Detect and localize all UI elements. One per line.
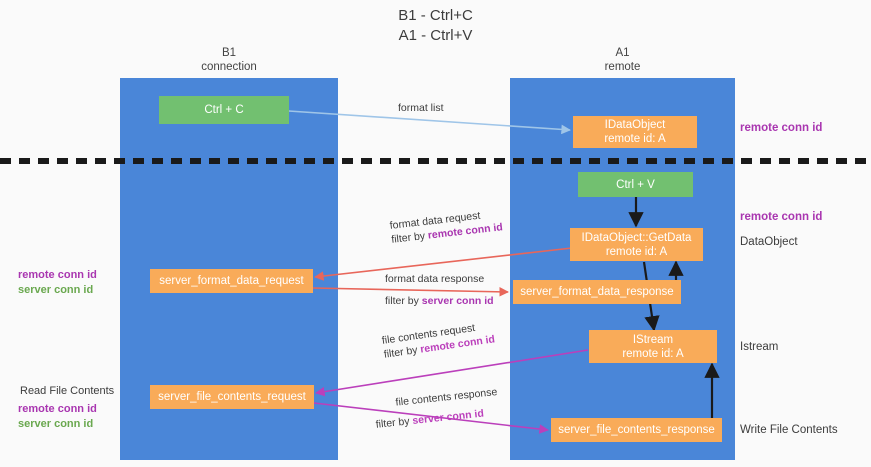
- title-line-1: B1 - Ctrl+C: [398, 7, 473, 24]
- left-label-read-file-contents: Read File Contents: [20, 384, 130, 399]
- node-getdata-line1: IDataObject::GetData: [581, 231, 692, 244]
- left-label-mid-remote-conn-id: remote conn id: [18, 269, 97, 281]
- node-istream[interactable]: IStream remote id: A: [589, 330, 717, 363]
- node-file-request-line1: server_file_contents_request: [158, 391, 306, 403]
- edge-label-format-data-request: format data request filter by remote con…: [389, 206, 503, 247]
- title-line-2: A1 - Ctrl+V: [398, 27, 473, 44]
- right-label-write-file-contents: Write File Contents: [740, 424, 838, 436]
- node-ctrl-v-line1: Ctrl + V: [616, 178, 655, 191]
- lane-header-b1: B1 connection: [120, 46, 338, 74]
- edge-label-fdres-line2: filter by server conn id: [385, 294, 494, 308]
- node-ctrl-c-line1: Ctrl + C: [204, 104, 244, 116]
- right-label-remote-conn-id-mid: remote conn id: [740, 211, 823, 223]
- node-fmt-response-line1: server_format_data_response: [520, 286, 674, 298]
- lane-header-a1: A1 remote: [510, 46, 735, 74]
- left-label-low-server-conn-id: server conn id: [18, 418, 94, 430]
- edge-label-fdres-key: server conn id: [421, 295, 494, 307]
- right-label-dataobject: DataObject: [740, 236, 798, 248]
- edge-label-format-list: format list: [398, 101, 444, 115]
- node-idataobject-line2: remote id: A: [604, 133, 666, 145]
- right-label-istream: Istream: [740, 341, 779, 353]
- node-idataobject-getdata[interactable]: IDataObject::GetData remote id: A: [570, 228, 703, 261]
- left-label-mid-server-conn-id: server conn id: [18, 284, 94, 296]
- edge-label-fdres-line1: format data response: [385, 273, 485, 285]
- section-divider: [0, 158, 871, 164]
- node-idataobject[interactable]: IDataObject remote id: A: [573, 116, 697, 148]
- lane-header-a1-name: A1: [615, 47, 630, 59]
- edge-label-fcres-line2: filter by server conn id: [375, 405, 500, 432]
- edge-label-file-contents-request: file contents request filter by remote c…: [381, 318, 496, 361]
- edge-label-format-list-line1: format list: [398, 102, 444, 114]
- node-ctrl-c[interactable]: Ctrl + C: [159, 96, 289, 124]
- node-idataobject-line1: IDataObject: [604, 119, 666, 131]
- lane-header-b1-subtitle: connection: [201, 61, 257, 73]
- lane-header-b1-name: B1: [221, 47, 237, 59]
- node-ctrl-v[interactable]: Ctrl + V: [578, 172, 693, 197]
- node-getdata-line2: remote id: A: [605, 245, 668, 258]
- right-label-remote-conn-id-top: remote conn id: [740, 122, 823, 134]
- node-file-response-line1: server_file_contents_response: [558, 424, 715, 436]
- node-istream-line2: remote id: A: [622, 347, 684, 360]
- node-server-format-data-request[interactable]: server_format_data_request: [150, 269, 313, 293]
- left-label-read-file-contents-text: Read File Contents: [20, 385, 115, 397]
- node-istream-line1: IStream: [632, 333, 674, 346]
- node-server-file-contents-request[interactable]: server_file_contents_request: [150, 385, 314, 409]
- edge-label-file-contents-response: file contents response filter by server …: [373, 385, 500, 432]
- lane-header-a1-subtitle: remote: [604, 61, 641, 73]
- left-label-conn-ids-low: remote conn id server conn id: [18, 402, 128, 432]
- edge-label-fdreq-prefix: filter by: [390, 229, 429, 246]
- node-server-format-data-response[interactable]: server_format_data_response: [513, 280, 681, 304]
- edge-label-fcres-prefix: filter by: [375, 415, 414, 431]
- edge-label-fdres-prefix: filter by: [385, 295, 422, 307]
- left-label-low-remote-conn-id: remote conn id: [18, 403, 97, 415]
- edge-label-fcreq-prefix: filter by: [383, 343, 422, 361]
- node-fmt-request-line1: server_format_data_request: [159, 275, 304, 287]
- page-title: B1 - Ctrl+C A1 - Ctrl+V: [0, 6, 871, 46]
- left-label-conn-ids-mid: remote conn id server conn id: [18, 268, 118, 298]
- edge-label-format-data-response: format data response filter by server co…: [385, 272, 494, 308]
- node-server-file-contents-response[interactable]: server_file_contents_response: [551, 418, 722, 442]
- edge-label-fcres-key: server conn id: [411, 407, 485, 427]
